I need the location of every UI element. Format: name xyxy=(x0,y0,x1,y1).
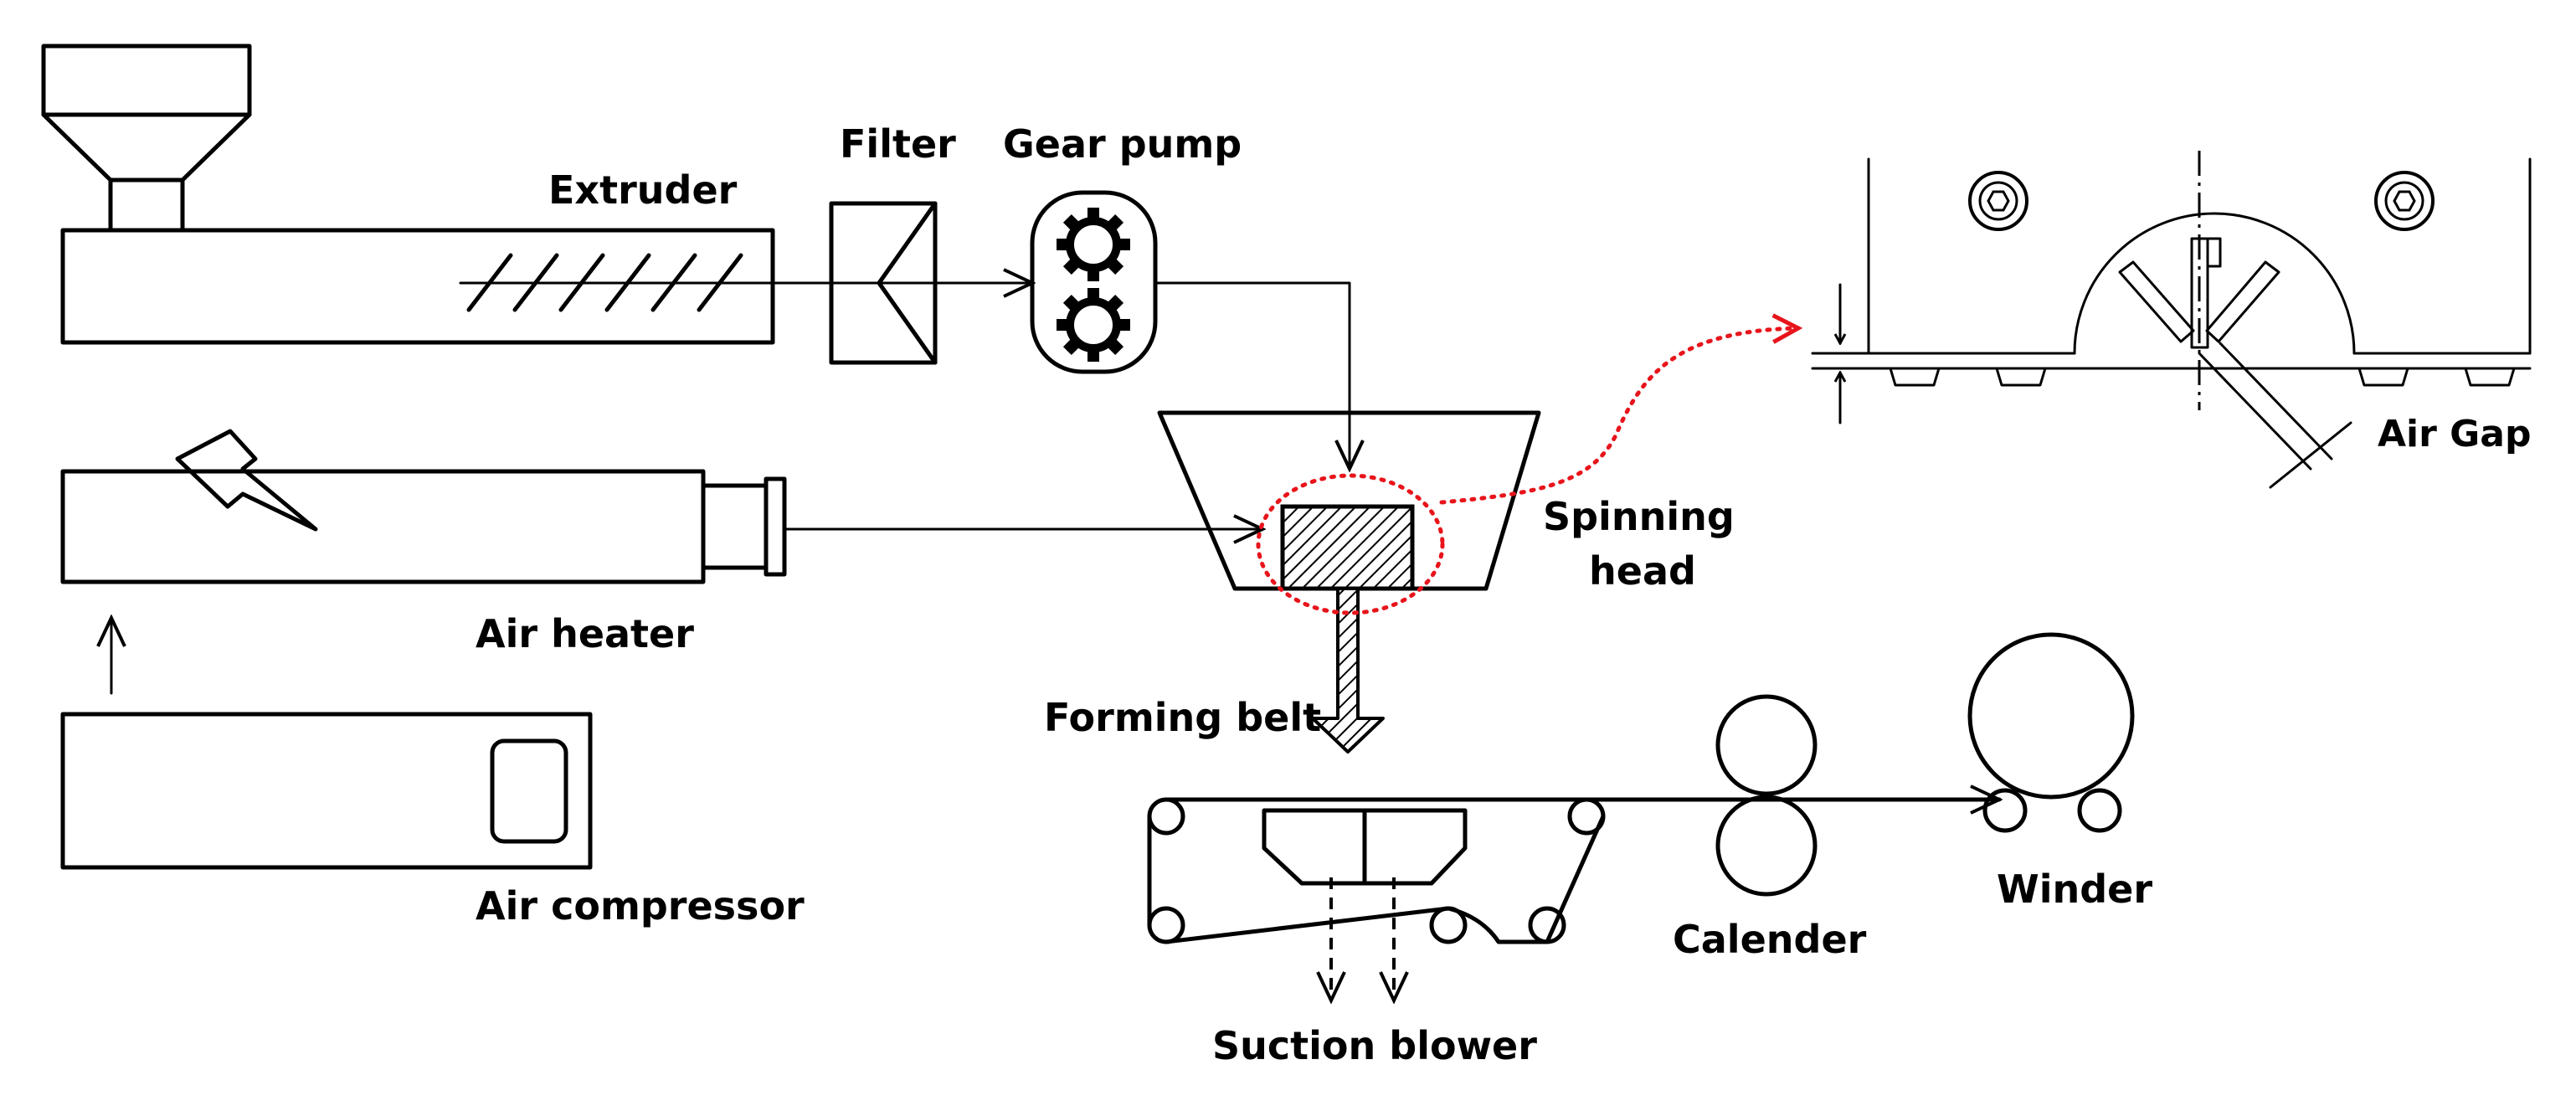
air-compressor-label: Air compressor xyxy=(476,883,805,929)
bolt-icon xyxy=(1968,171,2028,231)
gear-pump-label: Gear pump xyxy=(1003,121,1242,167)
air-compressor xyxy=(60,712,593,870)
hopper-top xyxy=(41,44,252,117)
winder-label: Winder xyxy=(1997,867,2152,912)
bolt-icon xyxy=(2374,171,2435,231)
air-heater xyxy=(60,429,787,584)
winder xyxy=(1967,632,2135,833)
detail-pointer-arrow xyxy=(1439,313,1803,505)
gear-icon xyxy=(1057,208,1130,281)
calender-label: Calender xyxy=(1673,917,1867,962)
spinning-head-label-line2: head xyxy=(1589,548,1696,594)
hopper-neck xyxy=(108,177,185,233)
calender xyxy=(1715,694,1818,897)
gear-icon xyxy=(1057,288,1130,362)
forming-belt xyxy=(1147,797,1999,944)
die-block xyxy=(1280,504,1415,591)
air-heater-label: Air heater xyxy=(476,611,694,656)
air-gap-label: Air Gap xyxy=(2378,413,2531,455)
gear-pump xyxy=(1030,190,1158,374)
suction-blower-label: Suction blower xyxy=(1212,1023,1537,1068)
melt-flow-line xyxy=(459,283,1350,469)
fiber-stream-arrow xyxy=(1311,587,1385,754)
suction-arrows xyxy=(1331,877,1394,1001)
suction-box xyxy=(1262,808,1468,886)
spinning-head-label-line1: Spinning xyxy=(1543,494,1735,539)
extruder-barrel xyxy=(60,228,775,345)
detail-highlight-circle xyxy=(1256,473,1445,615)
lightning-icon xyxy=(175,429,318,532)
die-detail-view xyxy=(1811,151,2532,489)
belt-roller xyxy=(1147,797,1185,836)
extruder-label: Extruder xyxy=(548,167,738,213)
forming-belt-label: Forming belt xyxy=(1044,695,1321,740)
filter-label: Filter xyxy=(840,121,956,167)
spinning-head xyxy=(1157,410,1541,754)
belt-roller xyxy=(1147,906,1185,944)
hopper-funnel xyxy=(41,112,252,183)
